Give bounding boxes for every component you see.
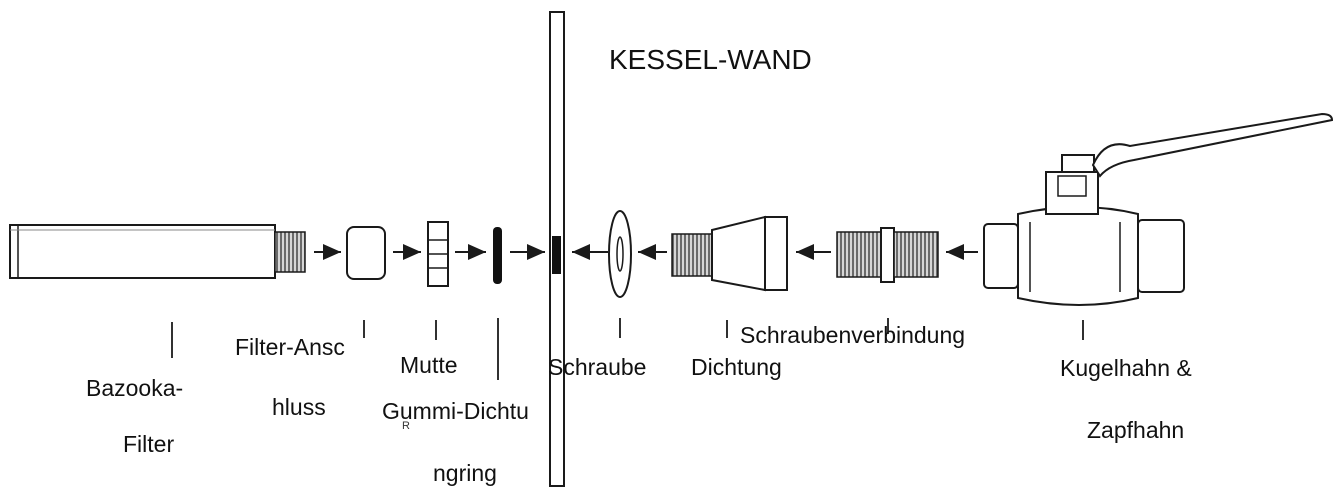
filter-connector-label-line1: Filter-Ansc [235,334,345,360]
rubber-gasket-part [493,227,502,284]
leader-lines [171,318,1084,380]
seal-fitting-part [671,215,788,292]
nut-label: Mutte [400,352,458,378]
screw-connection-label: Schraubenverbindung [740,322,966,348]
bazooka-filter-part [9,224,306,279]
ball-valve-label-line2: Zapfhahn [1087,417,1185,443]
filter-connector-part [346,226,386,280]
ball-valve-part [983,112,1334,306]
screw-label: Schraube [548,354,647,380]
screw-connection-part [836,227,939,283]
nut-part [427,221,449,287]
screw-washer-part [608,210,632,298]
tank-wall [549,11,565,487]
rubber-gasket-label-line2: ngring [433,460,497,486]
rubber-gasket-label-line1: Gummi-Dichtu [382,398,529,424]
bazooka-filter-label-line1: Bazooka- [86,375,184,401]
tank-wall-title: KESSEL-WAND [609,44,812,75]
filter-connector-label-line2: hluss [272,394,326,420]
seal-label: Dichtung [691,354,782,380]
bazooka-filter-label-line2: Filter [123,431,175,457]
ball-valve-label-line1: Kugelhahn & [1060,355,1192,381]
nut-label-suffix: R [402,420,410,432]
